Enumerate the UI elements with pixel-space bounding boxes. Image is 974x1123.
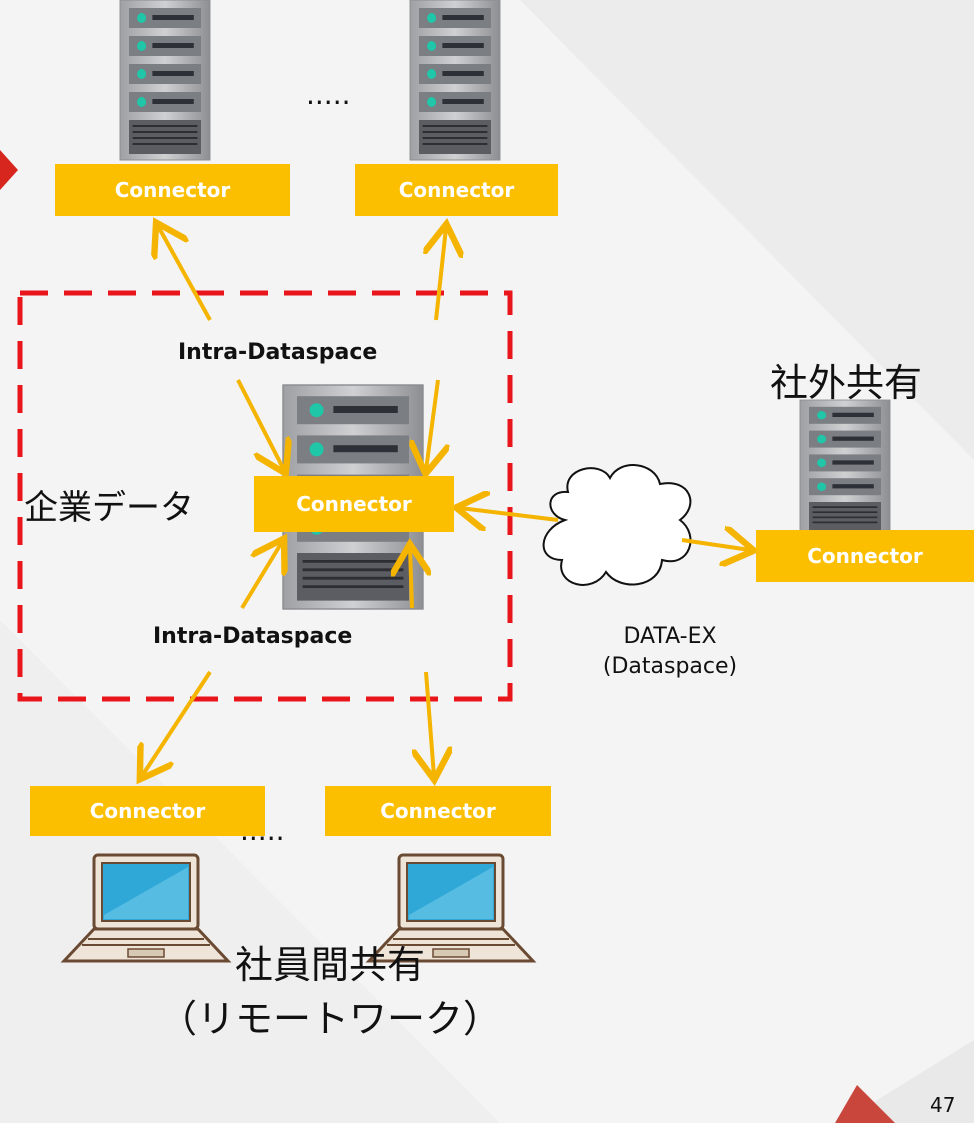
arrow-down-left [142,670,212,776]
dataex-line1: DATA-EX [623,624,717,649]
dataex-label: DATA-EX (Dataspace) [570,622,770,682]
connector-top-left: Connector [55,164,290,216]
employee-share-line1: 社員間共有 [234,943,425,987]
employee-share-label: 社員間共有 （リモートワーク） [140,938,520,1046]
connector-bottom-left: Connector [30,786,265,836]
intra-dataspace-label-top: Intra-Dataspace [178,340,378,365]
page-number: 47 [930,1093,956,1117]
connector-external: Connector [756,530,974,582]
arrow-cloud-to-external [681,540,750,550]
arrow-up-left [158,226,212,321]
dataex-line2: (Dataspace) [602,654,738,679]
connector-top-right: Connector [355,164,558,216]
ellipsis-bottom: ..... [240,814,285,847]
slide-arrow-icon [0,150,18,190]
connector-center: Connector [254,476,454,532]
arrow-down-to-center-right [426,379,438,470]
arrow-up-to-center-right [410,548,412,609]
external-share-label: 社外共有 [770,361,923,405]
connector-bottom-right: Connector [325,786,551,836]
arrow-up-right [436,228,446,321]
enterprise-data-label: 企業データ [24,488,194,528]
arrow-down-to-center-left [236,379,284,470]
employee-share-line2: （リモートワーク） [158,997,501,1041]
slide-accent-shape [835,1085,895,1123]
ellipsis-top: ..... [306,78,351,111]
intra-dataspace-label-bottom: Intra-Dataspace [153,624,353,649]
arrow-down-right [426,671,434,776]
arrow-up-to-center-left [240,542,282,610]
arrow-cloud-to-center [460,508,559,520]
